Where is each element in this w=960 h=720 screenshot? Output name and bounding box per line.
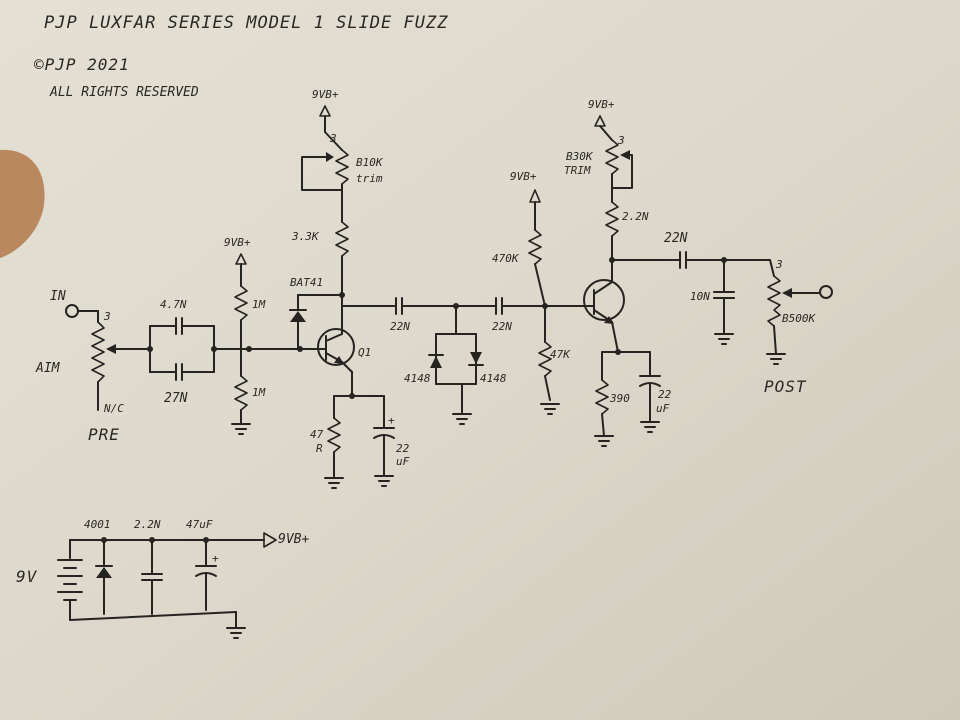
diode-4001-label: 4001 (84, 518, 111, 531)
cap-10n-label: 10N (690, 290, 710, 303)
cap-22uf-a-value: 22 (396, 442, 410, 455)
cap-22uf-a-unit: uF (396, 455, 410, 468)
battery-label: 9V (16, 567, 38, 586)
q1-label: Q1 (358, 346, 371, 359)
diode-4148-b: 4148 (480, 372, 507, 385)
output-jack (819, 285, 833, 299)
input-label: IN (50, 289, 66, 304)
diode-4148-a: 4148 (404, 372, 431, 385)
power-supply: 9VB+ 4001 2.2N 47uF 9V + (16, 518, 309, 639)
r-3k3-label: 3.3K (291, 230, 320, 243)
aim-label: AIM (35, 361, 61, 376)
nc-label: N/C (103, 402, 124, 415)
input-cap-network: 4.7N 27N (147, 298, 301, 406)
input-jack: IN (50, 289, 99, 318)
r-470k-label: 470K (492, 252, 520, 265)
cap-27n-label: 27N (164, 391, 188, 406)
cap-22uf-b-value: 22 (658, 388, 672, 401)
q1-transistor (317, 328, 355, 366)
cap-47n-label: 4.7N (160, 298, 187, 311)
cap-22n-out-label: 22N (664, 231, 688, 246)
cap-22n-b-label: 22N (492, 320, 512, 333)
pot-500k-label: B500K (782, 312, 816, 325)
r-47k-label: 47K (550, 348, 571, 361)
finger-shadow (0, 149, 45, 258)
post-label: POST (764, 377, 807, 396)
cap-2n2-label: 2.2N (134, 518, 161, 531)
pre-potentiometer: 3 N/C AIM PRE (35, 310, 151, 444)
trim2-pin-3: 3 (617, 134, 625, 147)
q2-stage: 9VB+ 3 B30K TRIM 2.2N 390 (564, 98, 672, 447)
q1-supply-label: 9VB+ (312, 88, 339, 101)
power-out-label: 9VB+ (278, 532, 309, 547)
q1-stage: 9VB+ 3 B10K trim 3.3K BAT41 Q1 (289, 88, 410, 489)
trim1-sub: trim (356, 172, 383, 185)
post-pin-3: 3 (775, 258, 783, 271)
r-2k2-label: 2.2N (622, 210, 649, 223)
bias-supply-label: 9VB+ (224, 236, 251, 249)
trim1-value: B10K (356, 156, 384, 169)
bat41-label: BAT41 (290, 276, 323, 289)
cap-22uf-a-plus: + (388, 414, 395, 427)
r-1m-top-label: 1M (252, 298, 266, 311)
trim2-value: B30K (566, 150, 594, 163)
pre-label: PRE (88, 425, 120, 444)
r-47r-unit: R (316, 442, 323, 455)
q2-bias-supply-label: 9VB+ (510, 170, 537, 183)
trim1-pin-3: 3 (329, 132, 337, 145)
q2-transistor (583, 279, 625, 321)
output-network: 22N 10N 3 B500K POST (611, 231, 833, 396)
cap-47uf-plus: + (212, 552, 219, 565)
cap-22uf-b-unit: uF (656, 402, 670, 415)
clipping-network: 22N 4148 4148 22N (341, 297, 583, 425)
cap-47uf-label: 47uF (186, 518, 213, 531)
bias-divider: 9VB+ 1M 1M (224, 236, 266, 435)
cap-22n-a-label: 22N (390, 320, 410, 333)
trim2-sub: TRIM (564, 164, 591, 177)
q2-bias: 9VB+ 470K 47K (492, 170, 571, 415)
r-47r-value: 47 (310, 428, 324, 441)
title-line-3: ALL RIGHTS RESERVED (49, 85, 199, 100)
title-line-2: ©PJP 2021 (34, 55, 130, 74)
r-390-label: 390 (609, 392, 630, 405)
q2-supply-label: 9VB+ (588, 98, 615, 111)
title-line-1: PJP LUXFAR SERIES MODEL 1 SLIDE FUZZ (44, 13, 448, 33)
r-1m-bot-label: 1M (252, 386, 266, 399)
pre-pin-3: 3 (103, 310, 111, 323)
